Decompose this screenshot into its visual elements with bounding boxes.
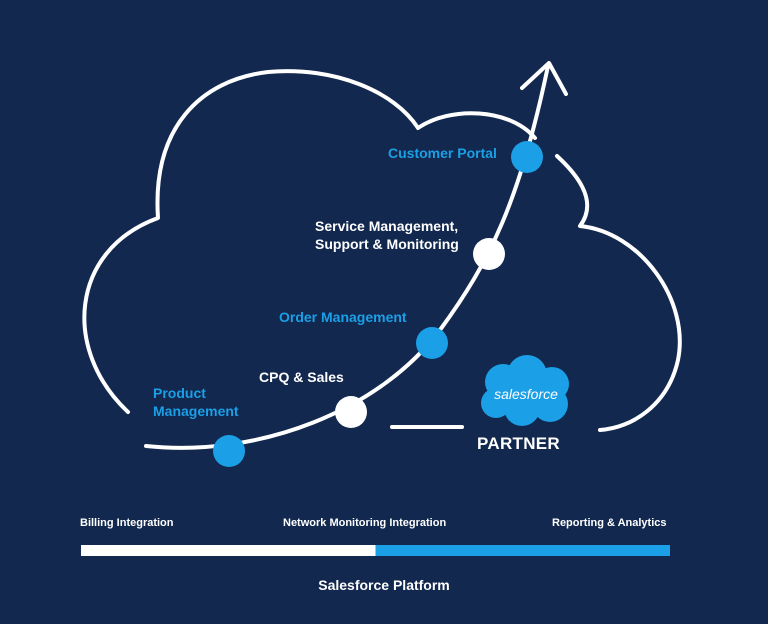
cloud-outline-right (555, 154, 682, 432)
stage-label-customer-portal: Customer Portal (388, 145, 497, 161)
stage-label-product-management: Product Management (153, 385, 239, 419)
stage-label-cpq-sales: CPQ & Sales (259, 369, 344, 385)
stage-dot-service-management (473, 238, 505, 270)
integration-network-monitoring: Network Monitoring Integration (283, 517, 447, 529)
platform-bar-blue (375, 545, 670, 556)
platform-bar-white (81, 545, 376, 556)
partner-label: PARTNER (477, 434, 561, 453)
salesforce-logo (481, 355, 569, 426)
stage-dot-customer-portal (511, 141, 543, 173)
integration-reporting: Reporting & Analytics (552, 517, 667, 529)
stage-dot-order-management (416, 327, 448, 359)
cloud-outline (82, 69, 537, 414)
stage-dot-cpq-sales (335, 396, 367, 428)
stage-label-order-management: Order Management (279, 309, 407, 325)
stage-label-service-management: Service Management, Support & Monitoring (315, 218, 459, 252)
arrow-head (520, 61, 568, 96)
platform-label: Salesforce Platform (318, 577, 450, 593)
salesforce-logo-text: salesforce (494, 386, 558, 402)
integration-billing: Billing Integration (80, 517, 174, 529)
stage-dot-product-management (213, 435, 245, 467)
